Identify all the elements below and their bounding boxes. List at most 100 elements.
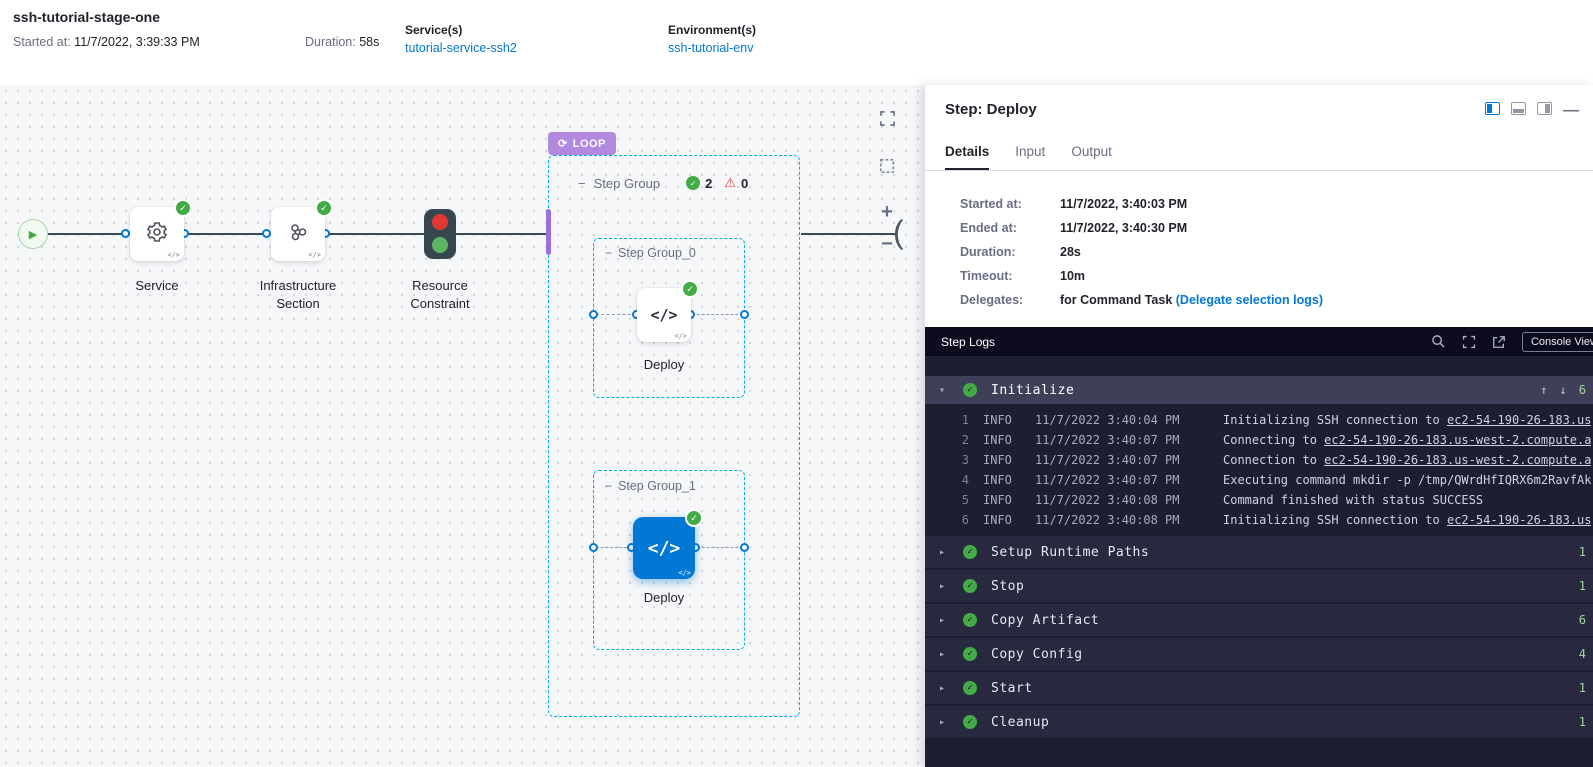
chevron-right-icon: ▸ <box>939 581 951 592</box>
log-level: INFO <box>983 413 1021 427</box>
success-check-icon: ✓ <box>963 613 977 627</box>
collapse-minus-icon[interactable]: − <box>605 479 612 493</box>
layout-right-panel-icon[interactable] <box>1537 102 1552 120</box>
loop-badge-label: LOOP <box>573 138 606 150</box>
log-section-header[interactable]: ▸✓Copy Artifact6 <box>925 604 1593 636</box>
log-line-number: 3 <box>925 453 969 467</box>
log-host-link[interactable]: ec2-54-190-26-183.us <box>1447 513 1592 527</box>
plus-icon: + <box>881 201 893 224</box>
chevron-right-icon: ▸ <box>939 649 951 660</box>
resource-constraint-node[interactable] <box>424 209 456 259</box>
console-view-toggle[interactable]: Console View <box>1522 332 1593 352</box>
service-node-label: Service <box>103 277 211 295</box>
environment-link[interactable]: ssh-tutorial-env <box>668 41 753 55</box>
log-section-name: Initialize <box>991 383 1074 398</box>
marquee-select-button[interactable] <box>872 151 902 181</box>
connector-dot <box>121 229 130 238</box>
deploy-step-node-1-selected[interactable]: </> </> ✓ <box>633 517 695 579</box>
open-in-new-icon[interactable] <box>1492 335 1506 349</box>
layout-left-panel-icon[interactable] <box>1485 102 1500 120</box>
log-line-number: 4 <box>925 473 969 487</box>
log-section-name: Stop <box>991 579 1024 594</box>
connector-dot <box>262 229 271 238</box>
tab-output[interactable]: Output <box>1071 144 1112 170</box>
log-section-duration: 6 <box>1579 383 1586 397</box>
infrastructure-icon <box>286 220 310 249</box>
detail-value: 11/7/2022, 3:40:30 PM <box>1060 221 1573 235</box>
log-host-link[interactable]: ec2-54-190-26-183.us-west-2.compute.a <box>1324 453 1591 467</box>
log-message: Connection to ec2-54-190-26-183.us-west-… <box>1223 453 1591 467</box>
marquee-icon <box>879 158 895 174</box>
chevron-right-icon: ▸ <box>939 717 951 728</box>
loop-icon: ⟳ <box>558 137 568 150</box>
scroll-to-bottom-icon[interactable]: ↓ <box>1560 383 1567 397</box>
delegate-selection-logs-link[interactable]: (Delegate selection logs) <box>1176 293 1323 307</box>
log-section-duration: 1 <box>1579 715 1586 729</box>
log-section-header[interactable]: ▸✓Cleanup1 <box>925 706 1593 738</box>
success-check-icon: ✓ <box>963 579 977 593</box>
stage-title: ssh-tutorial-stage-one <box>13 9 160 25</box>
success-check-icon: ✓ <box>963 383 977 397</box>
chevron-right-icon: ▸ <box>939 615 951 626</box>
log-section-header[interactable]: ▸✓Copy Config4 <box>925 638 1593 670</box>
service-node[interactable]: </> ✓ <box>130 207 184 261</box>
connector-dot <box>589 310 598 319</box>
step-logs-title: Step Logs <box>941 335 995 349</box>
zoom-out-button[interactable]: − <box>872 229 902 259</box>
log-timestamp: 11/7/2022 3:40:08 PM <box>1035 493 1213 507</box>
success-check-icon: ✓ <box>174 199 192 217</box>
minimize-panel-icon[interactable]: — <box>1563 102 1579 120</box>
step-details-header: Step: Deploy — <box>925 85 1593 131</box>
log-level: INFO <box>983 493 1021 507</box>
deploy-step-node-0[interactable]: </> </> ✓ <box>637 288 691 342</box>
log-section-header[interactable]: ▸✓Setup Runtime Paths1 <box>925 536 1593 568</box>
tab-details[interactable]: Details <box>945 144 989 170</box>
search-icon[interactable] <box>1431 334 1446 349</box>
step-group-1-header[interactable]: − Step Group_1 <box>605 479 696 493</box>
success-count: 2 <box>705 176 712 191</box>
log-line-number: 6 <box>925 513 969 527</box>
stage-start-node[interactable]: ▶ <box>18 219 48 249</box>
detail-value: 10m <box>1060 269 1573 283</box>
log-section-header[interactable]: ▸✓Start1 <box>925 672 1593 704</box>
log-section-name: Copy Config <box>991 647 1083 662</box>
dashed-connector <box>697 547 743 548</box>
log-line-number: 1 <box>925 413 969 427</box>
connector-dot <box>740 543 749 552</box>
infrastructure-node[interactable]: </> ✓ <box>271 207 325 261</box>
started-at-label: Started at: <box>13 35 71 49</box>
success-check-icon: ✓ <box>963 647 977 661</box>
step-group-label: Step Group <box>594 176 661 191</box>
step-group-0-label: Step Group_0 <box>618 246 696 260</box>
duration-label: Duration: <box>305 35 356 49</box>
duration: Duration: 58s <box>305 35 379 49</box>
service-link[interactable]: tutorial-service-ssh2 <box>405 41 517 55</box>
log-level: INFO <box>983 453 1021 467</box>
infrastructure-node-label: Infrastructure Section <box>237 277 359 313</box>
collapse-minus-icon[interactable]: − <box>605 246 612 260</box>
fullscreen-icon[interactable] <box>1462 335 1476 349</box>
zoom-in-button[interactable]: + <box>872 197 902 227</box>
fit-to-screen-button[interactable] <box>872 103 902 133</box>
log-host-link[interactable]: ec2-54-190-26-183.us <box>1447 413 1592 427</box>
step-group-0-header[interactable]: − Step Group_0 <box>605 246 696 260</box>
dashed-connector <box>692 314 743 315</box>
step-group-header[interactable]: − Step Group ✓ 2 ⚠ 0 <box>578 175 748 191</box>
log-section-header[interactable]: ▸✓Stop1 <box>925 570 1593 602</box>
log-section-header[interactable]: ▾✓Initialize↑↓6 <box>925 376 1593 404</box>
log-host-link[interactable]: ec2-54-190-26-183.us-west-2.compute.a <box>1324 433 1591 447</box>
loop-entry-accent <box>546 209 551 255</box>
services-label: Service(s) <box>405 23 462 37</box>
log-section-name: Setup Runtime Paths <box>991 545 1149 560</box>
collapse-minus-icon[interactable]: − <box>578 176 586 191</box>
tab-input[interactable]: Input <box>1015 144 1045 170</box>
scroll-to-top-icon[interactable]: ↑ <box>1540 383 1547 397</box>
connector-line <box>329 233 424 235</box>
layout-bottom-panel-icon[interactable] <box>1511 102 1526 120</box>
log-line: 1INFO11/7/2022 3:40:04 PMInitializing SS… <box>925 410 1593 430</box>
started-at-value: 11/7/2022, 3:39:33 PM <box>74 35 200 49</box>
step-title: Step: Deploy <box>945 101 1573 118</box>
pipeline-canvas[interactable]: ( ▶ </> ✓ Service </> ✓ Infrastructure S… <box>0 85 925 767</box>
log-message: Executing command mkdir -p /tmp/QWrdHfIQ… <box>1223 473 1591 487</box>
step-details-panel: Step: Deploy — Details Input Output Star… <box>925 85 1593 767</box>
